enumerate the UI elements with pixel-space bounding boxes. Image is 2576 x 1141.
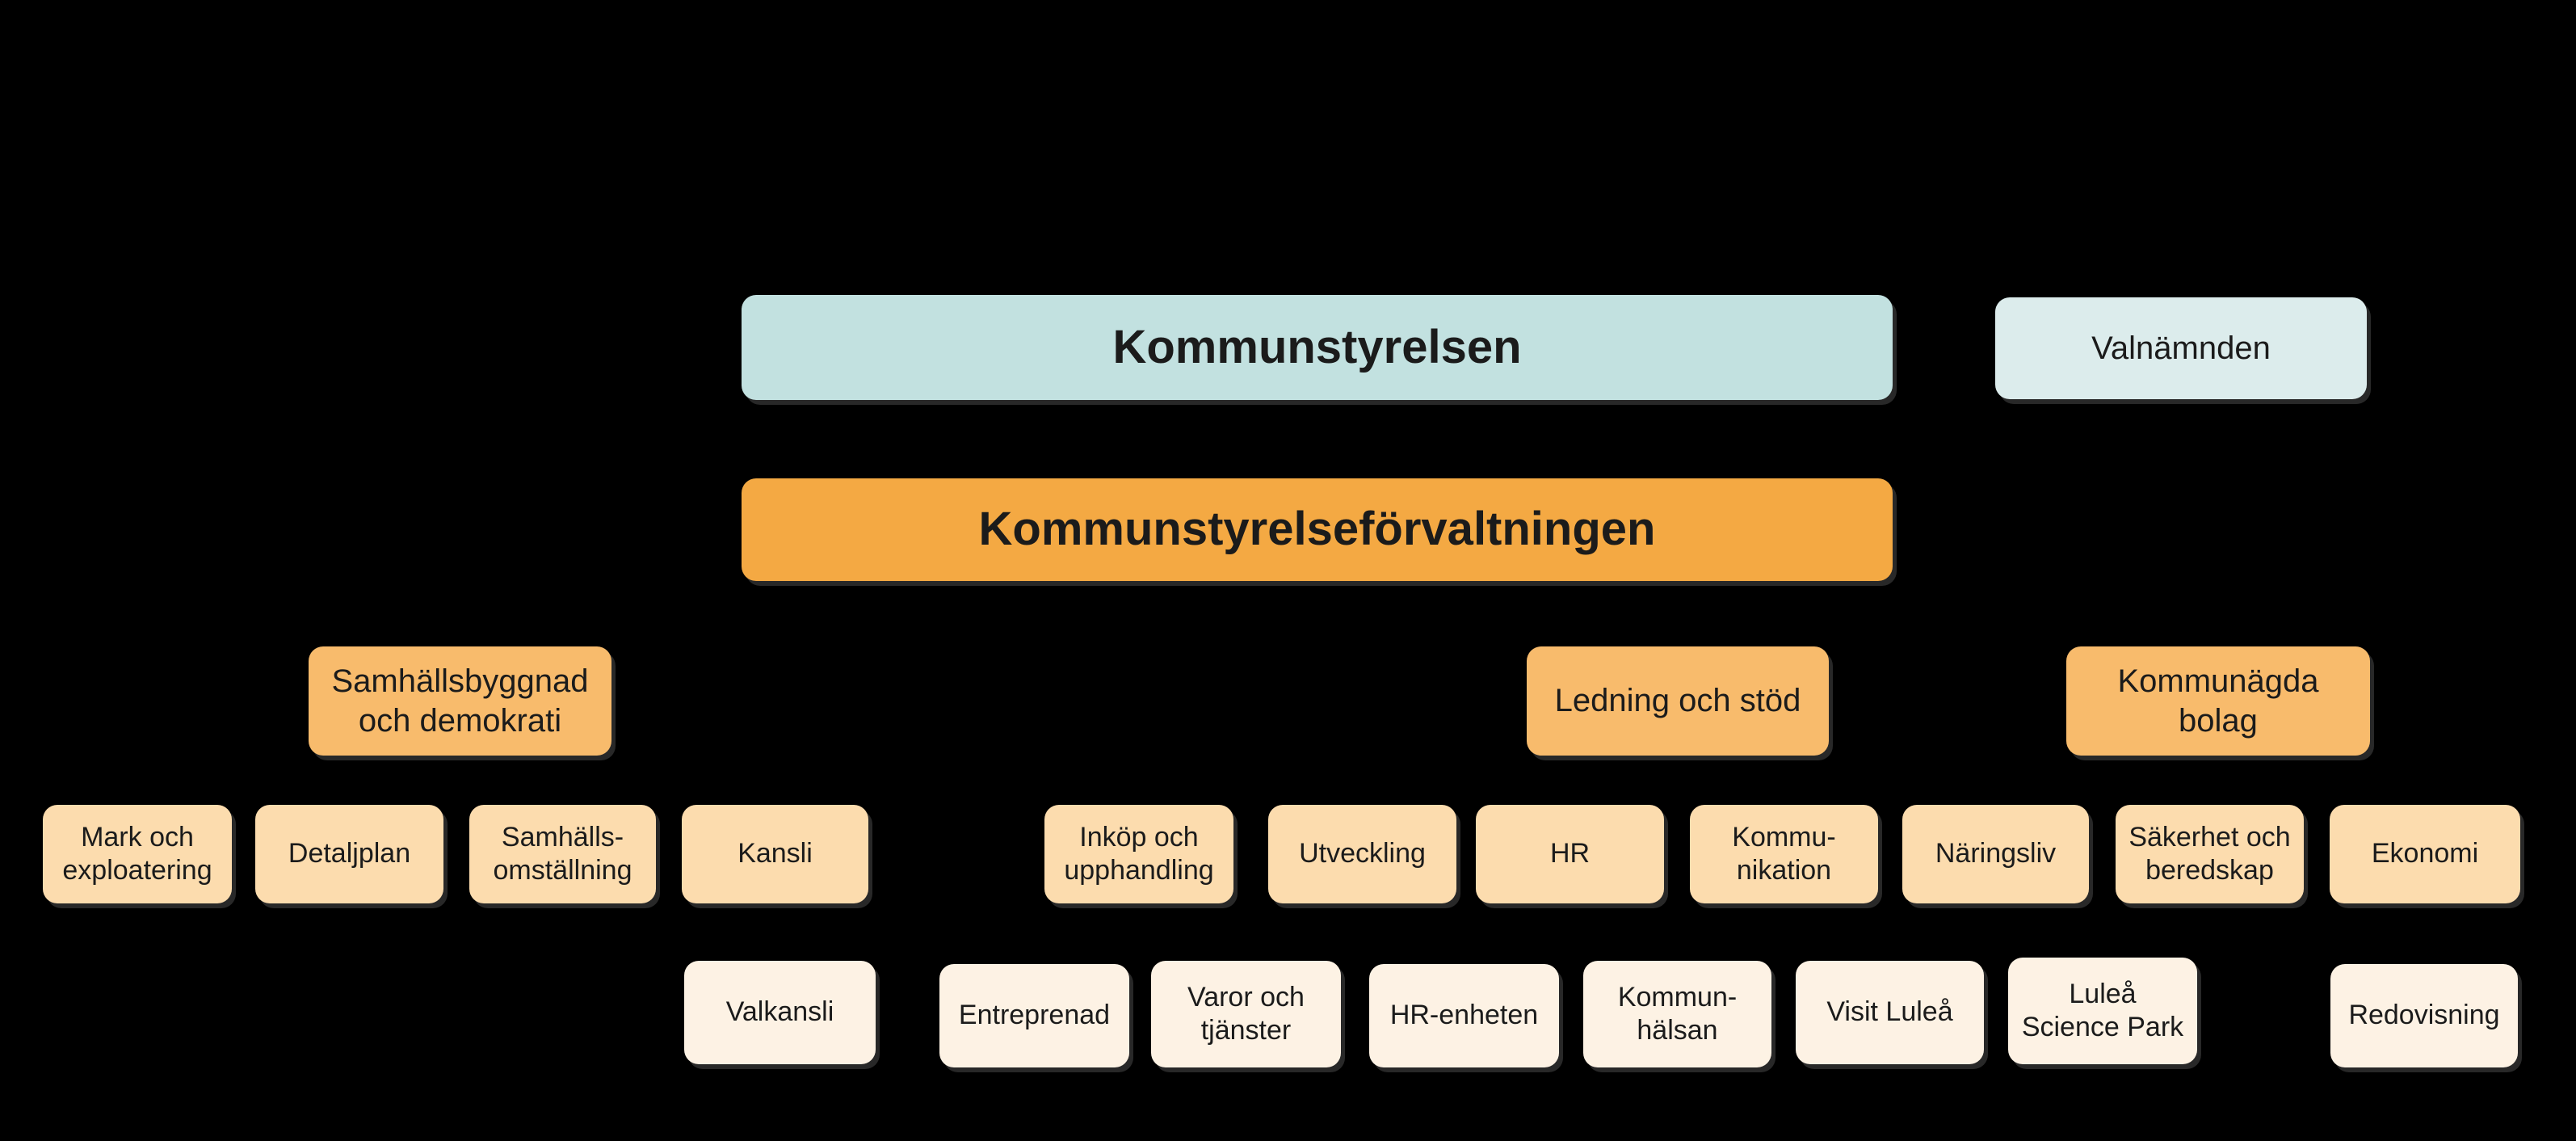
org-node-utveckling: Utveckling [1268, 805, 1456, 903]
org-node-mark-och-exploatering: Mark och exploatering [43, 805, 232, 903]
org-node-kommunikation: Kommu- nikation [1690, 805, 1878, 903]
org-node-ekonomi: Ekonomi [2330, 805, 2520, 903]
org-node-kommunstyrelseforvaltningen: Kommunstyrelseförvaltningen [742, 478, 1893, 581]
org-node-redovisning: Redovisning [2330, 964, 2518, 1067]
org-node-hr-enheten: HR-enheten [1369, 964, 1559, 1067]
org-node-ledning-och-stod: Ledning och stöd [1527, 646, 1829, 756]
org-node-lulea-science-park: Luleå Science Park [2008, 958, 2197, 1064]
org-node-kommunstyrelsen: Kommunstyrelsen [742, 295, 1893, 400]
org-node-valnamnden: Valnämnden [1995, 297, 2367, 399]
org-node-hr: HR [1476, 805, 1664, 903]
org-node-visit-lulea: Visit Luleå [1796, 961, 1984, 1064]
org-node-naringsliv: Näringsliv [1902, 805, 2089, 903]
org-node-samhallsbyggnad-och-demokrati: Samhällsbyggnad och demokrati [309, 646, 611, 756]
org-node-samhallsomstallning: Samhälls- omställning [469, 805, 656, 903]
org-node-sakerhet-och-beredskap: Säkerhet och beredskap [2116, 805, 2304, 903]
org-node-kansli: Kansli [682, 805, 868, 903]
org-node-detaljplan: Detaljplan [255, 805, 443, 903]
org-node-varor-och-tjanster: Varor och tjänster [1151, 961, 1341, 1067]
org-node-inkop-och-upphandling: Inköp och upphandling [1044, 805, 1233, 903]
org-node-kommunhalsan: Kommun- hälsan [1583, 961, 1771, 1067]
org-node-entreprenad: Entreprenad [939, 964, 1129, 1067]
org-node-valkansli: Valkansli [684, 961, 876, 1064]
org-node-kommunagda-bolag: Kommunägda bolag [2066, 646, 2370, 756]
